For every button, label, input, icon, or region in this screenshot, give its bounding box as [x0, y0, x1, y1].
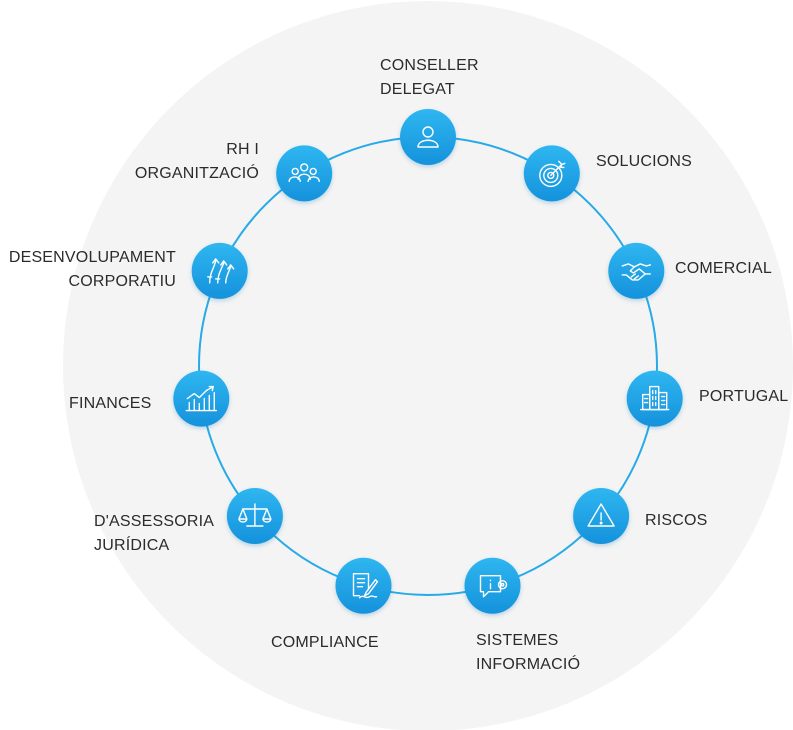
label-riscos: RISCOS — [645, 509, 708, 533]
label-line: FINANCES — [69, 395, 152, 412]
background-disc — [63, 1, 793, 730]
label-line: RISCOS — [645, 512, 708, 529]
label-solucions: SOLUCIONS — [596, 150, 692, 174]
label-conseller-delegat: CONSELLER DELEGAT — [380, 54, 479, 102]
node-rh-organitzacio — [276, 145, 333, 202]
label-line: SISTEMES — [476, 632, 559, 649]
growth-arrows-icon — [206, 258, 235, 284]
scales-icon — [238, 503, 272, 527]
buildings-icon — [640, 385, 670, 411]
label-sistemes-informacio: SISTEMES INFORMACIÓ — [476, 629, 580, 677]
target-icon — [539, 160, 566, 188]
node-finances — [173, 370, 230, 427]
node-circle — [173, 370, 230, 427]
node-compliance — [335, 557, 392, 614]
label-line: PORTUGAL — [699, 388, 789, 405]
label-portugal: PORTUGAL — [699, 385, 788, 409]
team-icon — [288, 163, 320, 183]
node-circle — [464, 557, 521, 614]
node-circle — [276, 145, 333, 202]
document-sign-icon — [352, 573, 379, 599]
label-line: INFORMACIÓ — [476, 656, 581, 673]
user-icon — [417, 126, 439, 148]
label-line: SOLUCIONS — [596, 153, 693, 170]
node-desenvolupament-corporatiu — [191, 242, 248, 299]
node-circle — [335, 557, 392, 614]
label-comercial: COMERCIAL — [675, 257, 772, 281]
warning-icon — [587, 503, 615, 527]
label-rh-organitzacio: RH I ORGANITZACIÓ — [135, 138, 259, 186]
info-chat-icon — [479, 575, 508, 598]
label-line: COMERCIAL — [675, 260, 772, 277]
label-line: ORGANITZACIÓ — [134, 165, 259, 182]
handshake-icon — [621, 263, 651, 281]
label-line: CORPORATIU — [68, 273, 176, 290]
label-line: RH I — [226, 141, 259, 158]
node-solucions — [523, 145, 580, 202]
node-conseller-delegat — [400, 109, 456, 165]
label-compliance: COMPLIANCE — [271, 631, 379, 655]
label-finances: FINANCES — [69, 392, 152, 416]
node-assessoria-juridica — [226, 488, 283, 544]
node-sistemes-informacio — [464, 557, 521, 614]
node-portugal — [626, 370, 683, 427]
node-circle — [626, 370, 683, 427]
growth-chart-icon — [185, 385, 218, 412]
label-line: D'ASSESSORIA — [94, 513, 215, 530]
node-comercial — [608, 242, 665, 299]
label-line: COMPLIANCE — [271, 634, 379, 651]
label-line: CONSELLER — [380, 57, 479, 74]
node-circle — [523, 145, 580, 202]
label-line: JURÍDICA — [94, 537, 170, 554]
label-line: DELEGAT — [380, 81, 455, 98]
label-line: DESENVOLUPAMENT — [8, 249, 176, 266]
label-assessoria-juridica: D'ASSESSORIA JURÍDICA — [94, 510, 214, 558]
label-desenvolupament-corporatiu: DESENVOLUPAMENT CORPORATIU — [9, 246, 176, 294]
node-riscos — [573, 488, 630, 544]
